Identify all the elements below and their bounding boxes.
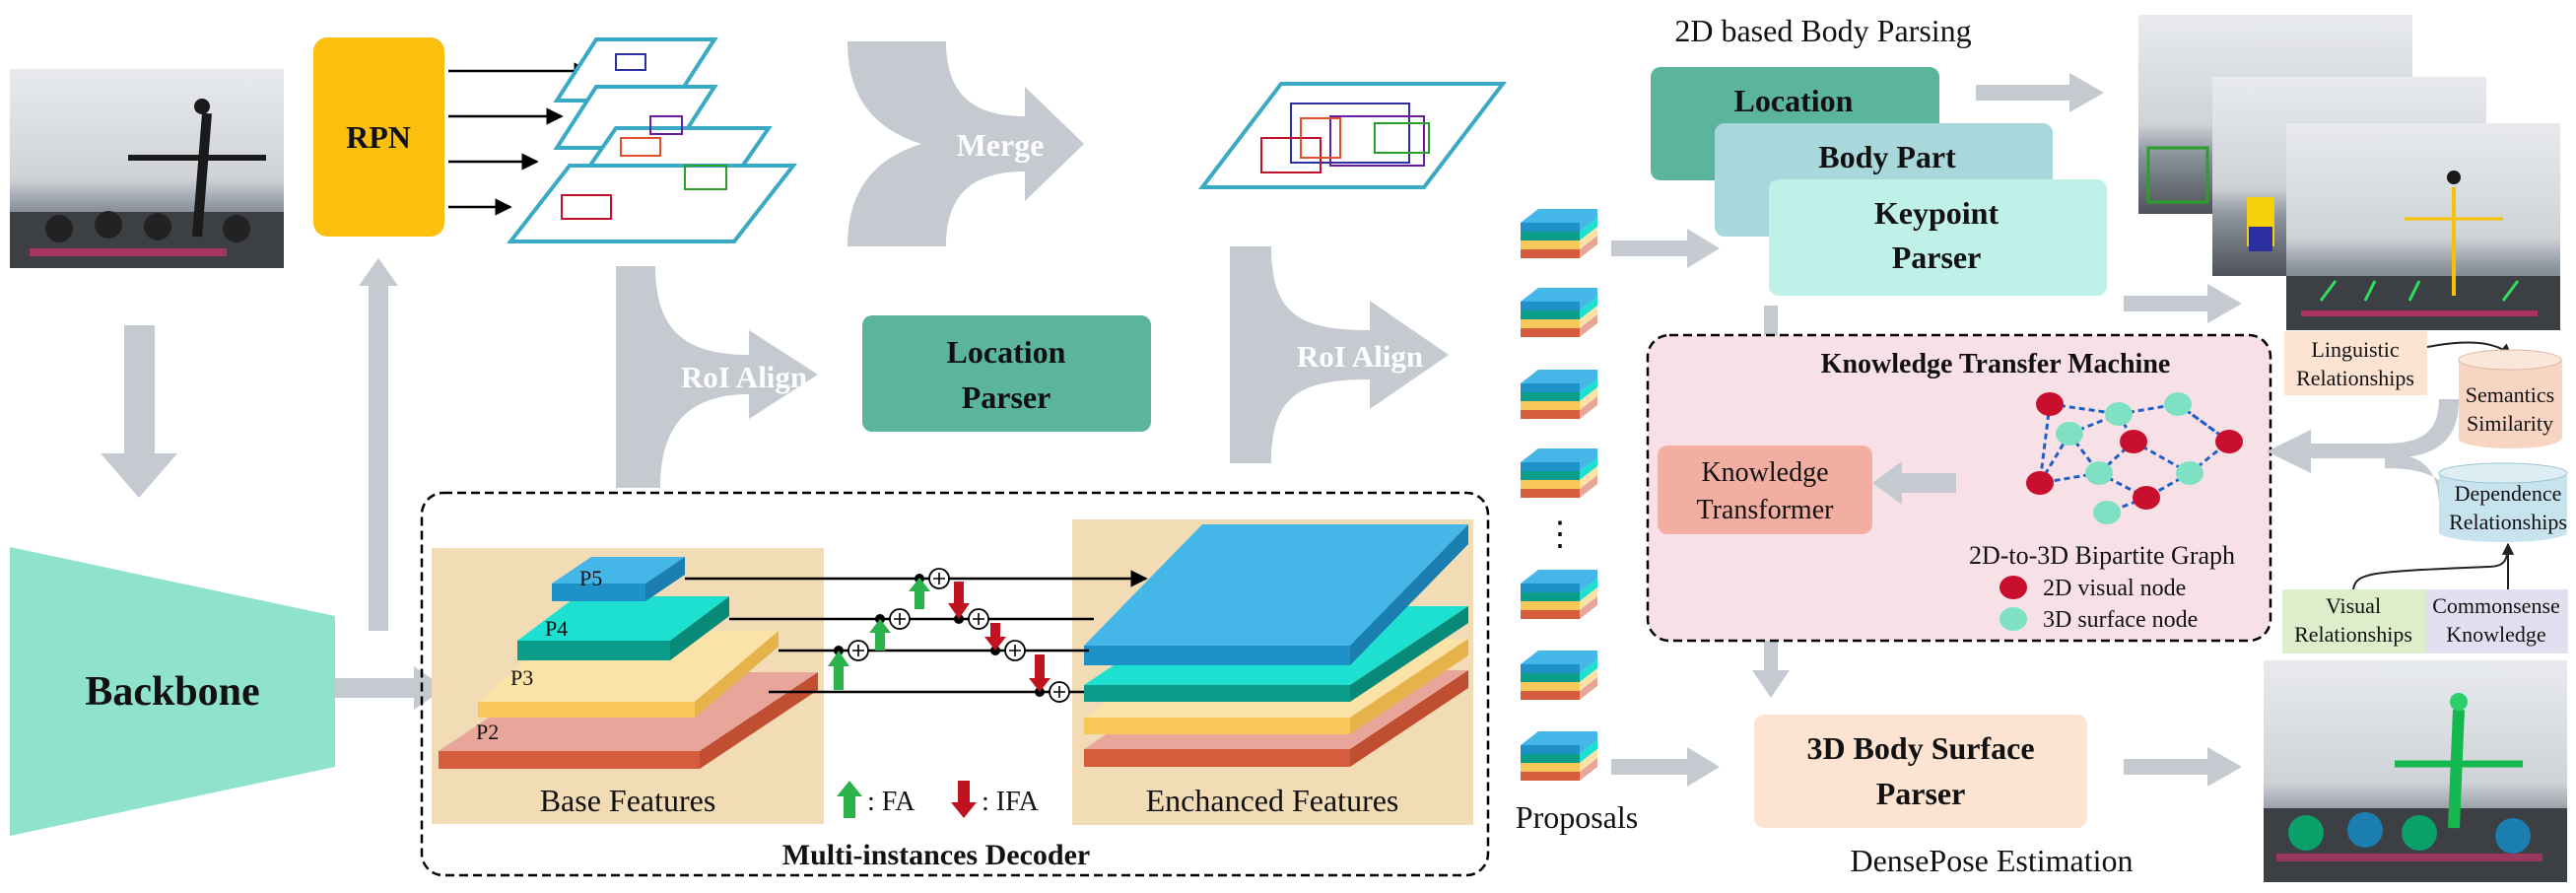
merge-label: Merge (957, 127, 1045, 163)
roi-align-left-label: RoI Align (681, 360, 807, 394)
merge-arrow (847, 41, 1084, 246)
level-p2: P2 (476, 720, 499, 744)
graph-label: 2D-to-3D Bipartite Graph (1969, 541, 2235, 570)
fa-legend-label: : FA (867, 787, 915, 817)
proposals-label: Proposals (1516, 799, 1638, 835)
roi-align-right-label: RoI Align (1297, 339, 1423, 374)
proposal-cube (1521, 288, 1597, 337)
semantics-cylinder (2458, 349, 2562, 448)
semantics-line1: Semantics (2466, 382, 2554, 407)
proposal-cube (1521, 370, 1597, 419)
visual-line1: Visual (2326, 593, 2381, 618)
backbone-block (10, 547, 335, 836)
rpn-label: RPN (346, 119, 411, 155)
enhanced-features-label: Enchanced Features (1146, 783, 1399, 818)
location-parser-line1: Location (947, 334, 1066, 370)
knowledge-transformer-block (1658, 446, 1872, 534)
roi-align-right-arrow (1230, 246, 1449, 463)
arrow-surface-to-output (2124, 747, 2242, 787)
fa-legend-arrow (837, 781, 862, 818)
decoder-title: Multi-instances Decoder (782, 839, 1090, 871)
proposal-cubes (1521, 209, 1597, 781)
proposal-cube (1521, 651, 1597, 700)
linguistic-line1: Linguistic (2311, 337, 2399, 362)
fusion-nodes (828, 568, 1070, 703)
proposal-boxes (561, 53, 727, 220)
body-part-label: Body Part (1818, 139, 1956, 174)
decoder-frame (420, 491, 1490, 877)
keypoint-parser-block (1769, 179, 2107, 296)
rpn-output-arrows (448, 62, 591, 216)
commonsense-line2: Knowledge (2446, 622, 2545, 647)
legend-2d-node (2000, 576, 2027, 599)
enhanced-pyramid (1084, 524, 1468, 767)
keypoint-line2: Parser (1892, 240, 1982, 275)
parsing-title: 2D based Body Parsing (1674, 13, 1971, 48)
output-image-keypoint (2286, 123, 2560, 330)
proposal-cube (1521, 448, 1597, 498)
arrow-visual-to-dependence (2352, 542, 2514, 590)
surface-parser-line1: 3D Body Surface (1806, 730, 2034, 766)
commonsense-box (2425, 589, 2568, 653)
densepose-label: DensePose Estimation (1850, 843, 2133, 878)
arrow-graph-to-transformer (1872, 461, 1956, 505)
ifa-legend-label: : IFA (982, 787, 1040, 817)
dependence-line1: Dependence (2455, 481, 2562, 506)
keypoint-line1: Keypoint (1874, 195, 2000, 231)
merged-plane (1197, 82, 1508, 189)
visual-box (2282, 589, 2425, 653)
backbone-label: Backbone (85, 669, 259, 715)
surface-parser-line2: Parser (1876, 776, 1966, 811)
level-p3: P3 (510, 665, 533, 690)
arrow-backbone-to-rpn (359, 258, 398, 631)
location-parser-line2: Parser (962, 379, 1051, 415)
linguistic-box (2284, 331, 2427, 395)
base-pyramid (439, 557, 818, 769)
arrow-backbone-to-decoder (335, 666, 445, 710)
legend-3d-label: 3D surface node (2043, 607, 2198, 633)
surface-parser-block (1754, 715, 2087, 828)
bipartite-graph (2026, 392, 2243, 524)
arrow-parsing-to-output-top (1976, 73, 2104, 112)
rpn-block (313, 37, 444, 237)
arrow-proposals-to-parsing (1611, 229, 1720, 268)
proposal-cube (1521, 570, 1597, 619)
semantics-line2: Similarity (2467, 411, 2553, 436)
ifa-legend-arrow (951, 781, 977, 818)
fa-legend (837, 781, 977, 818)
transformer-line2: Transformer (1697, 495, 1835, 525)
output-image-densepose (2264, 660, 2567, 882)
level-p5: P5 (579, 566, 602, 590)
proposal-stack (506, 37, 798, 243)
location-parser-block (862, 315, 1151, 432)
base-features-label: Base Features (540, 783, 716, 818)
linguistic-line2: Relationships (2296, 366, 2414, 390)
dependence-line2: Relationships (2449, 510, 2567, 534)
arrow-proposals-to-surface (1611, 747, 1720, 787)
ktm-title: Knowledge Transfer Machine (1821, 349, 2171, 379)
arrow-photo-to-backbone (101, 325, 177, 498)
arrow-knowledge-to-ktm (2267, 399, 2459, 527)
dependence-cylinder (2438, 462, 2568, 542)
visual-line2: Relationships (2294, 622, 2412, 647)
input-photo (10, 69, 284, 268)
proposal-cube (1521, 209, 1597, 258)
level-p4: P4 (545, 616, 568, 641)
roi-align-left-arrow (616, 266, 818, 488)
proposal-cube (1521, 731, 1597, 781)
location-label: Location (1734, 83, 1854, 118)
transformer-line1: Knowledge (1701, 457, 1828, 488)
proposals-ellipsis: ⋮ (1543, 516, 1577, 553)
commonsense-line1: Commonsense (2432, 593, 2560, 618)
arrow-parsing-to-output-mid (2124, 284, 2242, 323)
legend-3d-node (2000, 607, 2027, 631)
legend-2d-label: 2D visual node (2043, 576, 2186, 601)
